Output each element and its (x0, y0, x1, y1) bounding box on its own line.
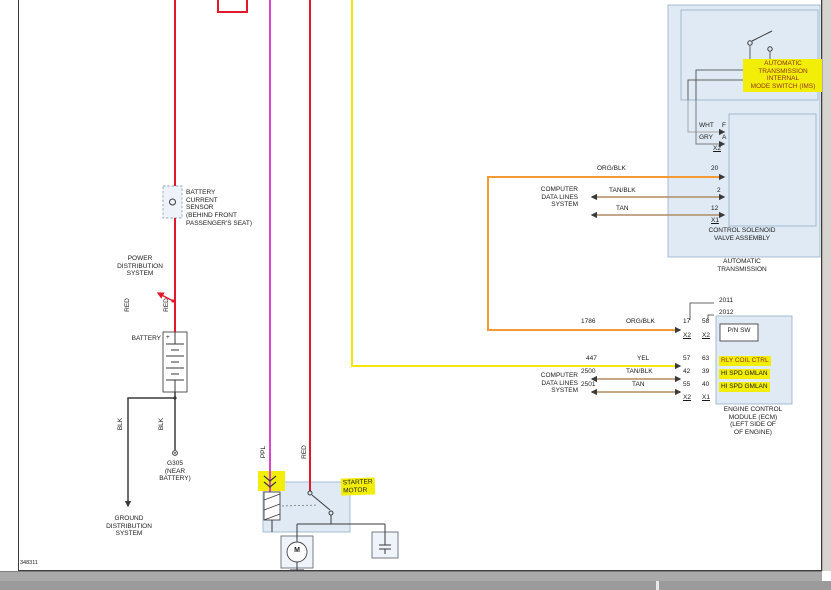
connector-x1-label: X1 (711, 217, 719, 224)
wire-color-gry: GRY (699, 134, 713, 141)
battery-current-sensor-label: BATTERY CURRENT SENSOR (BEHIND FRONT PAS… (186, 189, 253, 227)
wire-color-label-red-right: RED (162, 298, 170, 312)
terminal-block-symbol (379, 540, 391, 554)
motor-symbol (286, 541, 308, 570)
ecm-module-label: ENGINE CONTROL MODULE (ECM) (LEFT SIDE O… (723, 406, 783, 436)
connector-x2-bottom: X2 (683, 394, 691, 401)
computer-data-lines-label-ecm: COMPUTER DATA LINES SYSTEM (540, 372, 578, 395)
pin-20: 20 (711, 165, 719, 172)
motor-symbol-label: M (294, 547, 300, 554)
orange-wire (487, 173, 726, 334)
circuit-447: 447 (586, 355, 597, 362)
wire-color-label-blk-left: BLK (116, 417, 124, 431)
pin-58: 58 (702, 318, 710, 325)
yellow-wire (351, 0, 682, 370)
year-2012-label: 2012 (719, 309, 734, 316)
data-line-wires (590, 193, 726, 396)
inline-connector-arrows-icon (263, 475, 277, 488)
year-2011-label: 2011 (719, 297, 733, 304)
highlight-ppl-connector (258, 471, 285, 491)
ecm-year-stubs (689, 302, 759, 342)
wire-color-tanblk: TAN/BLK (609, 187, 636, 194)
circuit-2501-color: TAN (632, 381, 645, 388)
rly-coil-ctrl-label: RLY COIL CTRL (719, 356, 771, 366)
computer-data-lines-label-top: COMPUTER DATA LINES SYSTEM (540, 186, 578, 209)
wiring-diagram-canvas (124, 0, 821, 570)
bottom-bar-divider (656, 581, 659, 590)
pin-63: 63 (702, 355, 710, 362)
wire-color-label-blk-right: BLK (157, 417, 165, 431)
wire-color-orgblk: ORG/BLK (597, 165, 626, 172)
circuit-2500-color: TAN/BLK (626, 368, 653, 375)
pn-switch-label: P/N SW (727, 327, 751, 334)
connector-x2-2012: X2 (702, 332, 710, 339)
circuit-1786: 1786 (581, 318, 596, 325)
ims-connector-wires (687, 100, 726, 148)
window-bottom-bar[interactable] (0, 581, 831, 590)
connector-x1-bottom: X1 (702, 394, 710, 401)
transmission-assembly-box (667, 4, 821, 258)
vertical-scrollbar[interactable] (822, 0, 831, 571)
ims-switch-label: AUTOMATIC TRANSMISSION INTERNAL MODE SWI… (743, 59, 823, 92)
power-feed-red-wires (156, 0, 311, 491)
pin-2: 2 (717, 187, 721, 194)
sheet-number: 348311 (20, 560, 38, 566)
starter-motor-label: STARTER MOTOR (340, 477, 376, 496)
diagram-page-border (18, 0, 822, 571)
battery-label: BATTERY (131, 335, 161, 342)
battery-positive-label: + (166, 334, 170, 341)
pin-f: F (722, 122, 726, 129)
connector-x2-label: X2 (713, 145, 721, 152)
control-solenoid-assembly-label: CONTROL SOLENOID VALVE ASSEMBLY (708, 227, 776, 242)
pin-a: A (722, 134, 727, 141)
circuit-447-color: YEL (637, 355, 650, 362)
wire-color-label-red-left: RED (123, 298, 131, 312)
pin-42: 42 (683, 368, 691, 375)
starter-solenoid-symbol (263, 490, 386, 542)
battery-current-sensor-box (162, 185, 183, 219)
ground-distribution-label: GROUND DISTRIBUTION SYSTEM (106, 515, 152, 538)
starter-motor-box (262, 481, 399, 569)
pin-40: 40 (702, 381, 710, 388)
automatic-transmission-label: AUTOMATIC TRANSMISSION (717, 258, 767, 273)
ground-point-label: G305 (NEAR BATTERY) (159, 460, 191, 483)
wire-color-label-red-starter: RED (300, 445, 308, 459)
hi-spd-gmlan-label-2: HI SPD GMLAN (719, 382, 770, 392)
ground-wires (124, 392, 178, 508)
wire-color-label-ppl: PPL (259, 445, 267, 459)
pin-17: 17 (683, 318, 691, 325)
pin-12: 12 (711, 205, 719, 212)
pin-55: 55 (683, 381, 691, 388)
pin-39: 39 (702, 368, 710, 375)
connector-x2-2011: X2 (683, 332, 691, 339)
circuit-1786-color: ORG/BLK (626, 318, 655, 325)
circuit-2501: 2501 (581, 381, 596, 388)
wire-color-wht: WHT (699, 122, 714, 129)
pin-57: 57 (683, 355, 691, 362)
circuit-2500: 2500 (581, 368, 596, 375)
horizontal-scrollbar[interactable] (0, 571, 822, 582)
power-distribution-label: POWER DISTRIBUTION SYSTEM (117, 255, 163, 278)
wire-color-tan: TAN (616, 205, 629, 212)
hi-spd-gmlan-label-1: HI SPD GMLAN (719, 369, 770, 379)
battery-symbol (166, 332, 184, 392)
